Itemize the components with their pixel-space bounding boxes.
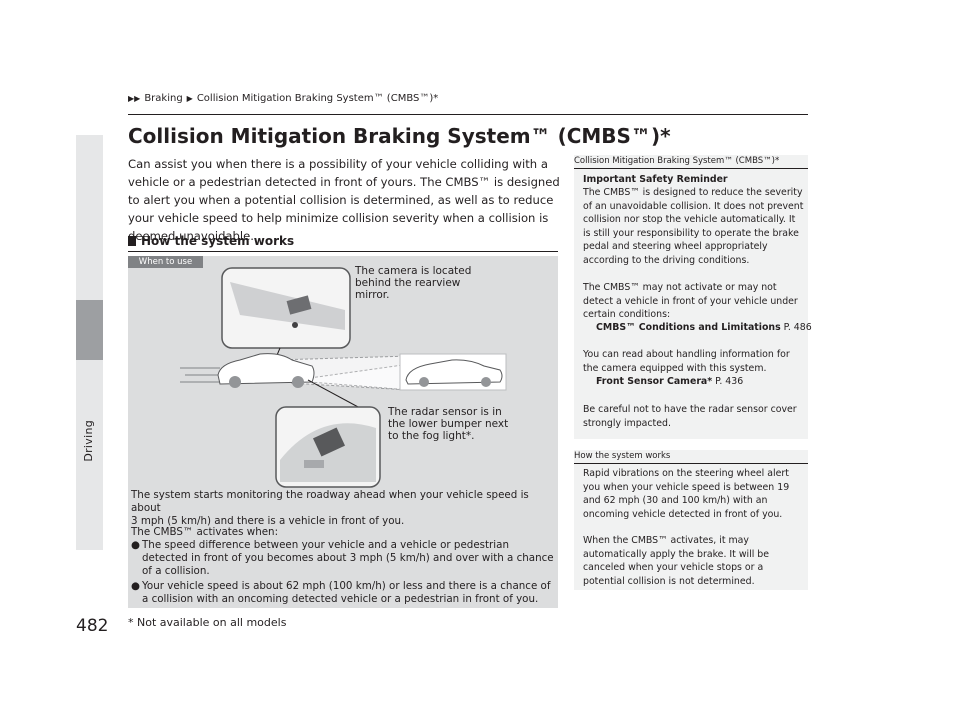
note-paragraph: Rapid vibrations on the steering wheel a… (583, 468, 790, 520)
breadcrumb: ▶▶ Braking ▶ Collision Mitigation Brakin… (128, 93, 438, 104)
camera-caption: The camera is located behind the rearvie… (355, 265, 472, 301)
bullet-dot-icon: ● (131, 539, 140, 551)
header-rule (128, 114, 808, 115)
note-subtitle: Important Safety Reminder (583, 174, 728, 185)
activates-label: The CMBS™ activates when: (131, 526, 279, 538)
note-paragraph: You can read about handling information … (583, 349, 790, 374)
section-rule (128, 251, 558, 252)
radar-leader (307, 379, 361, 409)
radar-caption: The radar sensor is in the lower bumper … (388, 406, 509, 442)
wheel (481, 377, 491, 387)
breadcrumb-braking[interactable]: Braking (144, 93, 183, 104)
chapter-tab (76, 300, 103, 360)
note-box-safety (574, 155, 808, 439)
arrow-icon: ▶▶ (128, 94, 141, 103)
footnote: * Not available on all models (128, 616, 287, 629)
note-head-cmbs: Collision Mitigation Braking System™ (CM… (574, 156, 808, 169)
mirror-mount (292, 322, 298, 328)
page-number: 482 (76, 616, 109, 636)
windshield-shape (230, 282, 345, 330)
page-title: Collision Mitigation Braking System™ (CM… (128, 124, 671, 148)
bullet-item: ● The speed difference between your vehi… (131, 539, 554, 577)
arrow-icon: ▶ (186, 94, 193, 103)
note-paragraph: Be careful not to have the radar sensor … (583, 404, 797, 429)
wheel (292, 376, 304, 388)
bullet-item: ● Your vehicle speed is about 62 mph (10… (131, 580, 551, 605)
bullet-dot-icon: ● (131, 580, 140, 592)
cross-reference[interactable]: CMBS™ Conditions and Limitations P. 486 (596, 322, 812, 333)
camera-module (286, 295, 312, 315)
breadcrumb-cmbs[interactable]: Collision Mitigation Braking System™ (CM… (196, 93, 439, 104)
cmbs-diagram (180, 267, 507, 488)
note-head-how: How the system works (574, 451, 808, 464)
monitor-text: The system starts monitoring the roadway… (131, 489, 529, 527)
note-paragraph: The CMBS™ is designed to reduce the seve… (583, 187, 804, 266)
section-heading: How the system works (128, 234, 294, 248)
fog-light (304, 460, 324, 468)
note-box-how (574, 450, 808, 590)
chapter-label: Driving (82, 420, 95, 462)
when-to-use-tag: When to use (128, 256, 203, 268)
own-vehicle (217, 353, 315, 385)
wheel (229, 376, 241, 388)
cross-reference[interactable]: Front Sensor Camera* P. 436 (596, 376, 744, 387)
lead-vehicle (405, 359, 503, 385)
note-paragraph: The CMBS™ may not activate or may not de… (583, 282, 798, 320)
wheel (419, 377, 429, 387)
radar-sensor (312, 427, 346, 457)
square-bullet-icon (128, 236, 136, 246)
intro-paragraph: Can assist you when there is a possibili… (128, 157, 560, 243)
note-paragraph: When the CMBS™ activates, it may automat… (583, 535, 770, 587)
